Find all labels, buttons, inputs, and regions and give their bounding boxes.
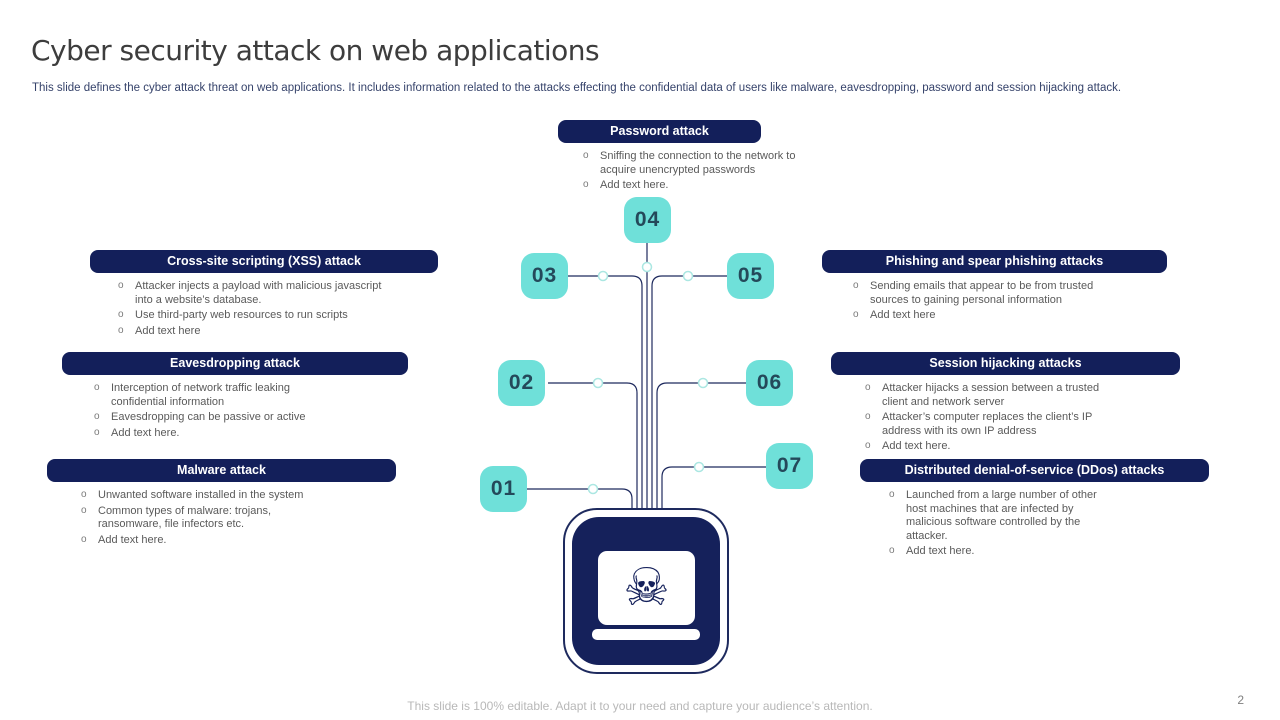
bullet-item: Eavesdropping can be passive or active [93,410,308,425]
section-header: Phishing and spear phishing attacks [822,250,1167,273]
bullet-item: Add text here [117,324,402,339]
page-subtitle: This slide defines the cyber attack thre… [32,82,1122,94]
connector-node [587,483,599,495]
section-header: Password attack [558,120,761,143]
section-header: Session hijacking attacks [831,352,1180,375]
connector-03 [568,275,643,516]
bullet-item: Attacker’s computer replaces the client’… [864,410,1104,438]
section-malware-attack: Malware attack Unwanted software install… [47,459,396,549]
section-header: Eavesdropping attack [62,352,408,375]
bullet-item: Add text here [852,308,1097,323]
step-badge-03: 03 [521,253,568,299]
bullet-item: Common types of malware: trojans, ransom… [80,504,308,532]
section-ddos-attack: Distributed denial-of-service (DDos) att… [860,459,1209,561]
step-badge-07: 07 [766,443,813,489]
bullet-item: Attacker injects a payload with maliciou… [117,279,402,307]
page-title: Cyber security attack on web application… [31,34,600,67]
connector-02 [548,382,638,516]
hacked-computer-frame: ☠ [563,508,729,674]
bullet-item: Sniffing the connection to the network t… [582,149,807,177]
section-header: Malware attack [47,459,396,482]
connector-node [693,461,705,473]
connector-node [592,377,604,389]
laptop-base [592,629,700,640]
connector-07 [661,466,766,516]
connector-01 [527,488,633,516]
bullet-item: Unwanted software installed in the syste… [80,488,308,503]
step-badge-06: 06 [746,360,793,406]
connector-06 [656,382,746,516]
skull-crossbones-icon: ☠ [623,558,670,618]
page-number: 2 [1237,693,1244,707]
bullet-item: Attacker hijacks a session between a tru… [864,381,1104,409]
connector-node [682,270,694,282]
section-header: Cross-site scripting (XSS) attack [90,250,438,273]
section-eavesdropping-attack: Eavesdropping attack Interception of net… [62,352,408,442]
connector-node [641,261,653,273]
section-password-attack: Password attack Sniffing the connection … [558,120,807,195]
section-phishing-attack: Phishing and spear phishing attacks Send… [822,250,1167,325]
step-badge-01: 01 [480,466,527,512]
footer-note: This slide is 100% editable. Adapt it to… [407,699,873,713]
connector-node [697,377,709,389]
section-session-hijacking-attack: Session hijacking attacks Attacker hijac… [831,352,1180,456]
hacked-computer-tile: ☠ [572,517,720,665]
step-badge-05: 05 [727,253,774,299]
section-xss-attack: Cross-site scripting (XSS) attack Attack… [90,250,438,340]
bullet-item: Launched from a large number of other ho… [888,488,1120,543]
bullet-item: Sending emails that appear to be from tr… [852,279,1097,307]
bullet-item: Use third-party web resources to run scr… [117,308,402,323]
section-header: Distributed denial-of-service (DDos) att… [860,459,1209,482]
bullet-item: Add text here. [582,178,807,193]
step-badge-02: 02 [498,360,545,406]
bullet-item: Add text here. [80,533,308,548]
connector-node [597,270,609,282]
laptop-screen: ☠ [598,551,695,625]
bullet-item: Add text here. [93,426,308,441]
bullet-item: Add text here. [864,439,1104,454]
step-badge-04: 04 [624,197,671,243]
bullet-item: Interception of network traffic leaking … [93,381,308,409]
connector-05 [651,275,727,516]
bullet-item: Add text here. [888,544,1120,559]
